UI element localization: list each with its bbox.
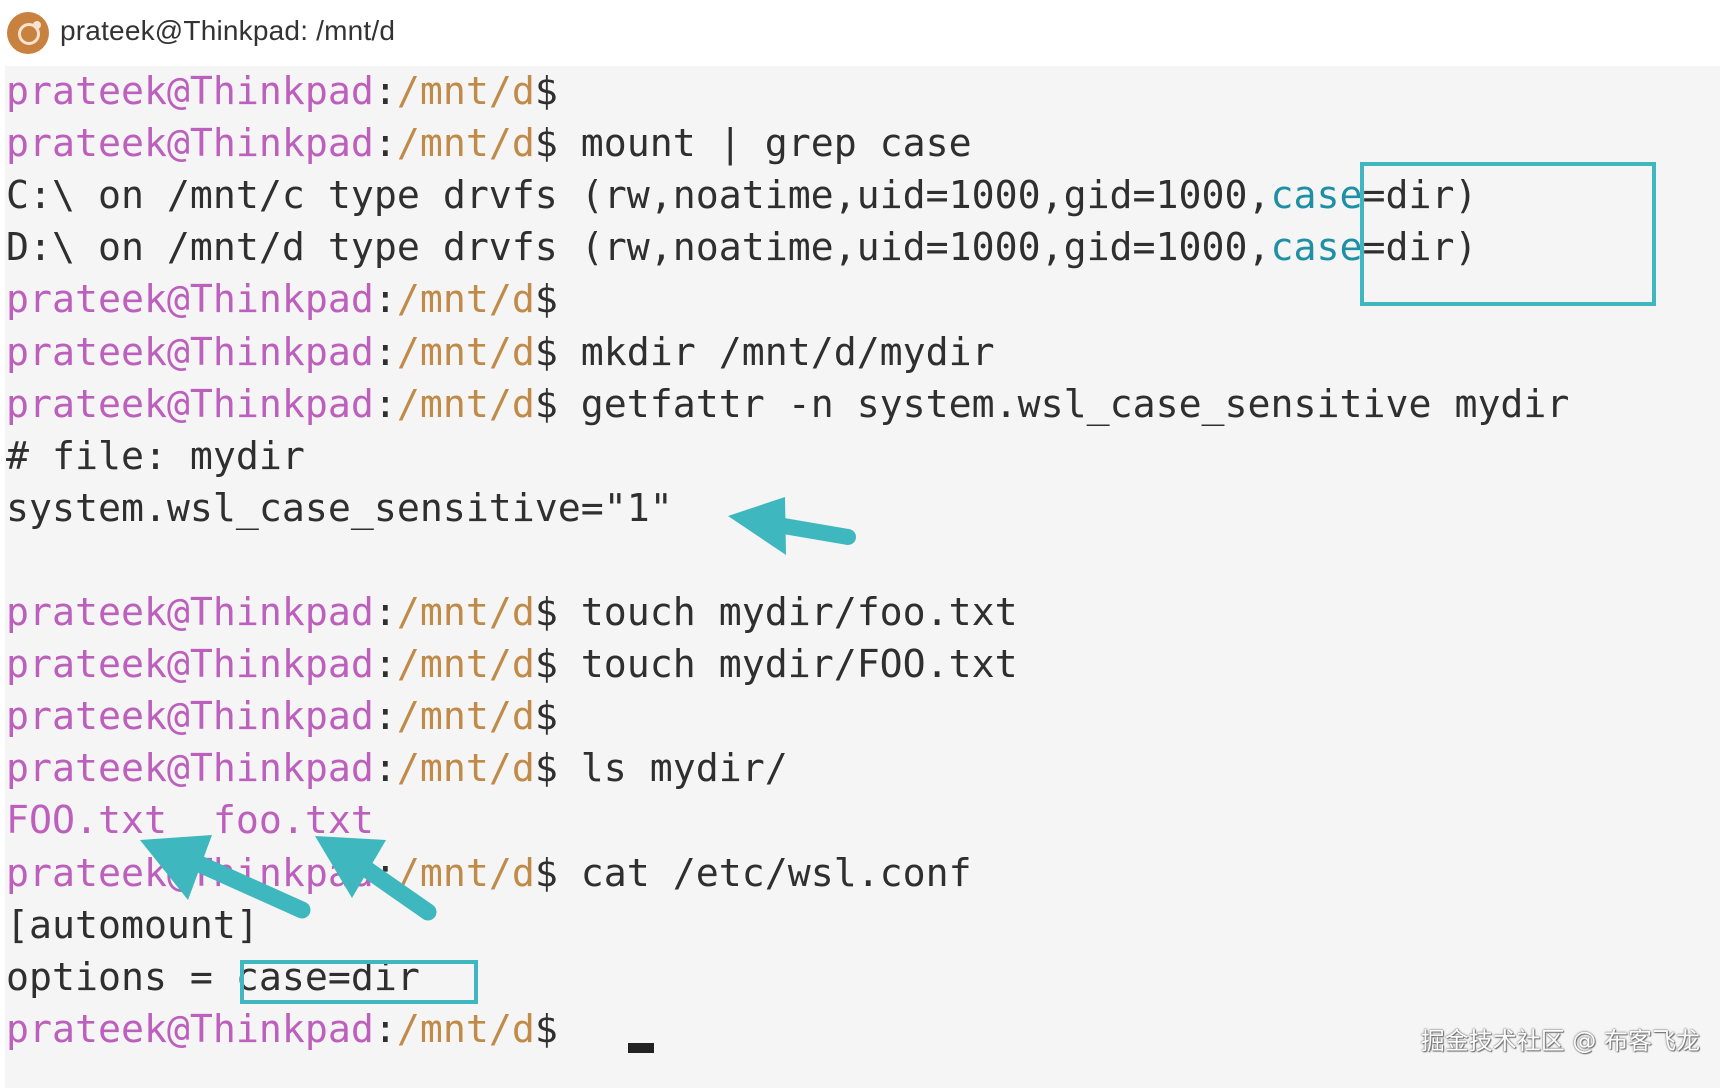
prompt-path: /mnt/d xyxy=(396,122,535,166)
ubuntu-icon xyxy=(7,12,49,54)
prompt-user-host: prateek@Thinkpad xyxy=(6,278,374,322)
wsl-conf-case-highlight-box xyxy=(240,960,478,1004)
prompt-line: prateek@Thinkpad:/mnt/d$ touch mydir/FOO… xyxy=(6,641,1018,689)
prompt-path: /mnt/d xyxy=(396,591,535,635)
prompt-separator: : xyxy=(373,591,397,635)
prompt-symbol: $ xyxy=(534,70,558,114)
output-line: # file: mydir xyxy=(6,435,305,479)
prompt-line: prateek@Thinkpad:/mnt/d$ xyxy=(6,1006,581,1054)
prompt-separator: : xyxy=(373,695,397,739)
prompt-line: prateek@Thinkpad:/mnt/d$ ls mydir/ xyxy=(6,745,788,793)
command-text: mount | grep case xyxy=(557,122,972,166)
prompt-separator: : xyxy=(373,278,397,322)
prompt-symbol: $ xyxy=(534,383,558,427)
prompt-user-host: prateek@Thinkpad xyxy=(6,1008,374,1052)
prompt-symbol: $ xyxy=(534,643,558,687)
prompt-line: prateek@Thinkpad:/mnt/d$ mkdir /mnt/d/my… xyxy=(6,329,995,377)
title-bar: prateek@Thinkpad: /mnt/d xyxy=(0,0,1725,66)
prompt-user-host: prateek@Thinkpad xyxy=(6,591,374,635)
output-line: system.wsl_case_sensitive="1" xyxy=(6,487,673,531)
prompt-path: /mnt/d xyxy=(396,70,535,114)
output-text: =dir) xyxy=(1362,226,1478,270)
command-text: getfattr -n system.wsl_case_sensitive my… xyxy=(557,383,1570,427)
prompt-user-host: prateek@Thinkpad xyxy=(6,383,374,427)
prompt-symbol: $ xyxy=(534,695,558,739)
terminal-cursor xyxy=(628,1043,654,1053)
file-listing-line: FOO.txt foo.txt xyxy=(6,799,374,843)
prompt-path: /mnt/d xyxy=(396,383,535,427)
output-line: D:\ on /mnt/d type drvfs (rw,noatime,uid… xyxy=(6,224,1477,272)
prompt-user-host: prateek@Thinkpad xyxy=(6,852,374,896)
prompt-separator: : xyxy=(373,383,397,427)
prompt-user-host: prateek@Thinkpad xyxy=(6,122,374,166)
prompt-path: /mnt/d xyxy=(396,278,535,322)
prompt-user-host: prateek@Thinkpad xyxy=(6,331,374,375)
prompt-symbol: $ xyxy=(534,852,558,896)
prompt-line: prateek@Thinkpad:/mnt/d$ mount | grep ca… xyxy=(6,120,972,168)
command-text: mkdir /mnt/d/mydir xyxy=(557,331,995,375)
prompt-user-host: prateek@Thinkpad xyxy=(6,70,374,114)
command-text xyxy=(558,1008,581,1052)
command-text: ls mydir/ xyxy=(557,747,788,791)
output-text: =dir) xyxy=(1362,174,1478,218)
highlighted-option: case xyxy=(1270,174,1363,218)
prompt-separator: : xyxy=(373,1008,397,1052)
prompt-line: prateek@Thinkpad:/mnt/d$ xyxy=(6,68,558,116)
output-text: D:\ on /mnt/d type drvfs (rw,noatime,uid… xyxy=(6,226,1271,270)
prompt-separator: : xyxy=(373,643,397,687)
window-title: prateek@Thinkpad: /mnt/d xyxy=(60,15,396,46)
prompt-path: /mnt/d xyxy=(396,1008,535,1052)
watermark: 掘金技术社区 @ 布客飞龙 xyxy=(1420,1027,1700,1055)
output-line: C:\ on /mnt/c type drvfs (rw,noatime,uid… xyxy=(6,172,1477,220)
prompt-line: prateek@Thinkpad:/mnt/d$ xyxy=(6,276,558,324)
prompt-path: /mnt/d xyxy=(396,331,535,375)
prompt-path: /mnt/d xyxy=(396,643,535,687)
prompt-symbol: $ xyxy=(534,1008,558,1052)
prompt-line: prateek@Thinkpad:/mnt/d$ cat /etc/wsl.co… xyxy=(6,850,972,898)
case-option-highlight-box xyxy=(1360,162,1656,306)
prompt-symbol: $ xyxy=(534,591,558,635)
prompt-line: prateek@Thinkpad:/mnt/d$ getfattr -n sys… xyxy=(6,381,1569,429)
prompt-path: /mnt/d xyxy=(396,695,535,739)
highlighted-option: case xyxy=(1270,226,1363,270)
prompt-separator: : xyxy=(373,331,397,375)
prompt-symbol: $ xyxy=(534,331,558,375)
prompt-path: /mnt/d xyxy=(396,747,535,791)
prompt-path: /mnt/d xyxy=(396,852,535,896)
prompt-symbol: $ xyxy=(534,747,558,791)
prompt-line: prateek@Thinkpad:/mnt/d$ touch mydir/foo… xyxy=(6,589,1018,637)
command-text: cat /etc/wsl.conf xyxy=(557,852,972,896)
prompt-line: prateek@Thinkpad:/mnt/d$ xyxy=(6,693,558,741)
prompt-user-host: prateek@Thinkpad xyxy=(6,643,374,687)
prompt-user-host: prateek@Thinkpad xyxy=(6,695,374,739)
output-text: C:\ on /mnt/c type drvfs (rw,noatime,uid… xyxy=(6,174,1271,218)
prompt-user-host: prateek@Thinkpad xyxy=(6,747,374,791)
prompt-separator: : xyxy=(373,70,397,114)
prompt-separator: : xyxy=(373,747,397,791)
prompt-separator: : xyxy=(373,852,397,896)
prompt-separator: : xyxy=(373,122,397,166)
command-text: touch mydir/FOO.txt xyxy=(557,643,1018,687)
output-line: [automount] xyxy=(6,904,259,948)
command-text: touch mydir/foo.txt xyxy=(557,591,1018,635)
prompt-symbol: $ xyxy=(534,122,558,166)
prompt-symbol: $ xyxy=(534,278,558,322)
